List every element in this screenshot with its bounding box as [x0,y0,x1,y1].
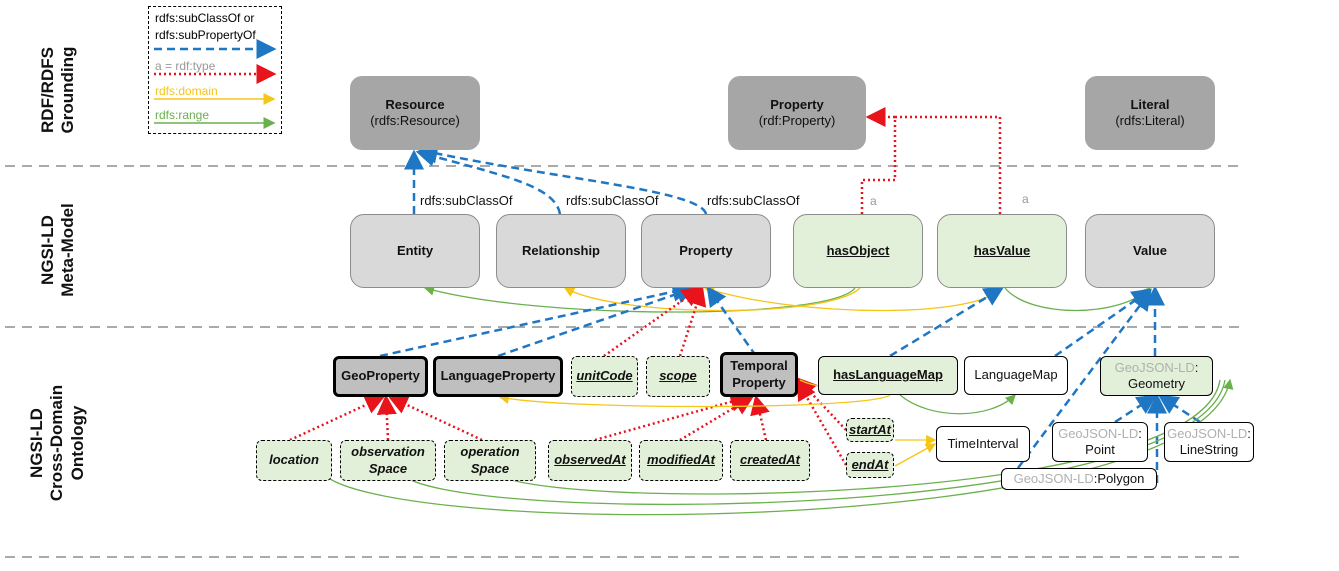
point-prefix: GeoJSON-LD [1058,425,1139,441]
polygon-node: GeoJSON-LD:Polygon [1001,468,1157,490]
linestring-node: GeoJSON-LD: LineString [1164,422,1254,462]
endat-node: endAt [846,452,894,478]
hasobject-node: hasObject [793,214,923,288]
legend-range-label: rdfs:range [155,108,210,122]
value-node: Value [1085,214,1215,288]
rdf-resource-node: Resource(rdfs:Resource) [350,76,480,150]
legend-subclass-label-1: rdfs:subClassOf or [155,11,255,25]
polygon-prefix: GeoJSON-LD [1013,470,1094,486]
geoproperty-node: GeoProperty [333,356,428,397]
linestring-prefix: GeoJSON-LD [1167,425,1248,441]
rdfs-literal-node: Literal(rdfs:Literal) [1085,76,1215,150]
scope-node: scope [646,356,710,397]
haslanguagemap-node: hasLanguageMap [818,356,958,395]
geometry-node: GeoJSON-LD: Geometry [1100,356,1213,396]
legend-domain-label: rdfs:domain [155,84,218,98]
meta-domain-range-edges [423,285,1151,313]
type-edges-cd [289,285,848,466]
legend-box: rdfs:subClassOf or rdfs:subPropertyOf a … [148,6,282,134]
languagemap-node: LanguageMap [964,356,1068,395]
relationship-node: Relationship [496,214,626,288]
property-node: Property [641,214,771,288]
modifiedat-node: modifiedAt [639,440,723,481]
location-node: location [256,440,332,481]
createdat-node: createdAt [730,440,810,481]
subclassof-label-relationship: rdfs:subClassOf [566,193,659,208]
subclassof-label-entity: rdfs:subClassOf [420,193,513,208]
legend-subclass-label-2: rdfs:subPropertyOf [155,28,256,42]
rdf-property-node: Property(rdf:Property) [728,76,866,150]
subclass-edges-meta [404,143,708,215]
startat-node: startAt [846,418,894,442]
subclassof-label-property: rdfs:subClassOf [707,193,800,208]
observedat-node: observedAt [548,440,632,481]
type-edges-meta [860,107,1002,214]
geometry-prefix: GeoJSON-LD [1114,359,1195,375]
unitcode-node: unitCode [571,356,638,397]
entity-node: Entity [350,214,480,288]
timeinterval-node: TimeInterval [936,426,1030,462]
hasvalue-node: hasValue [937,214,1067,288]
languageproperty-node: LanguageProperty [433,356,563,397]
type-label-hasobject: a [870,194,877,208]
type-label-hasvalue: a [1022,192,1029,206]
legend-type-label: a = rdf:type [155,59,216,73]
point-node: GeoJSON-LD: Point [1052,422,1148,462]
